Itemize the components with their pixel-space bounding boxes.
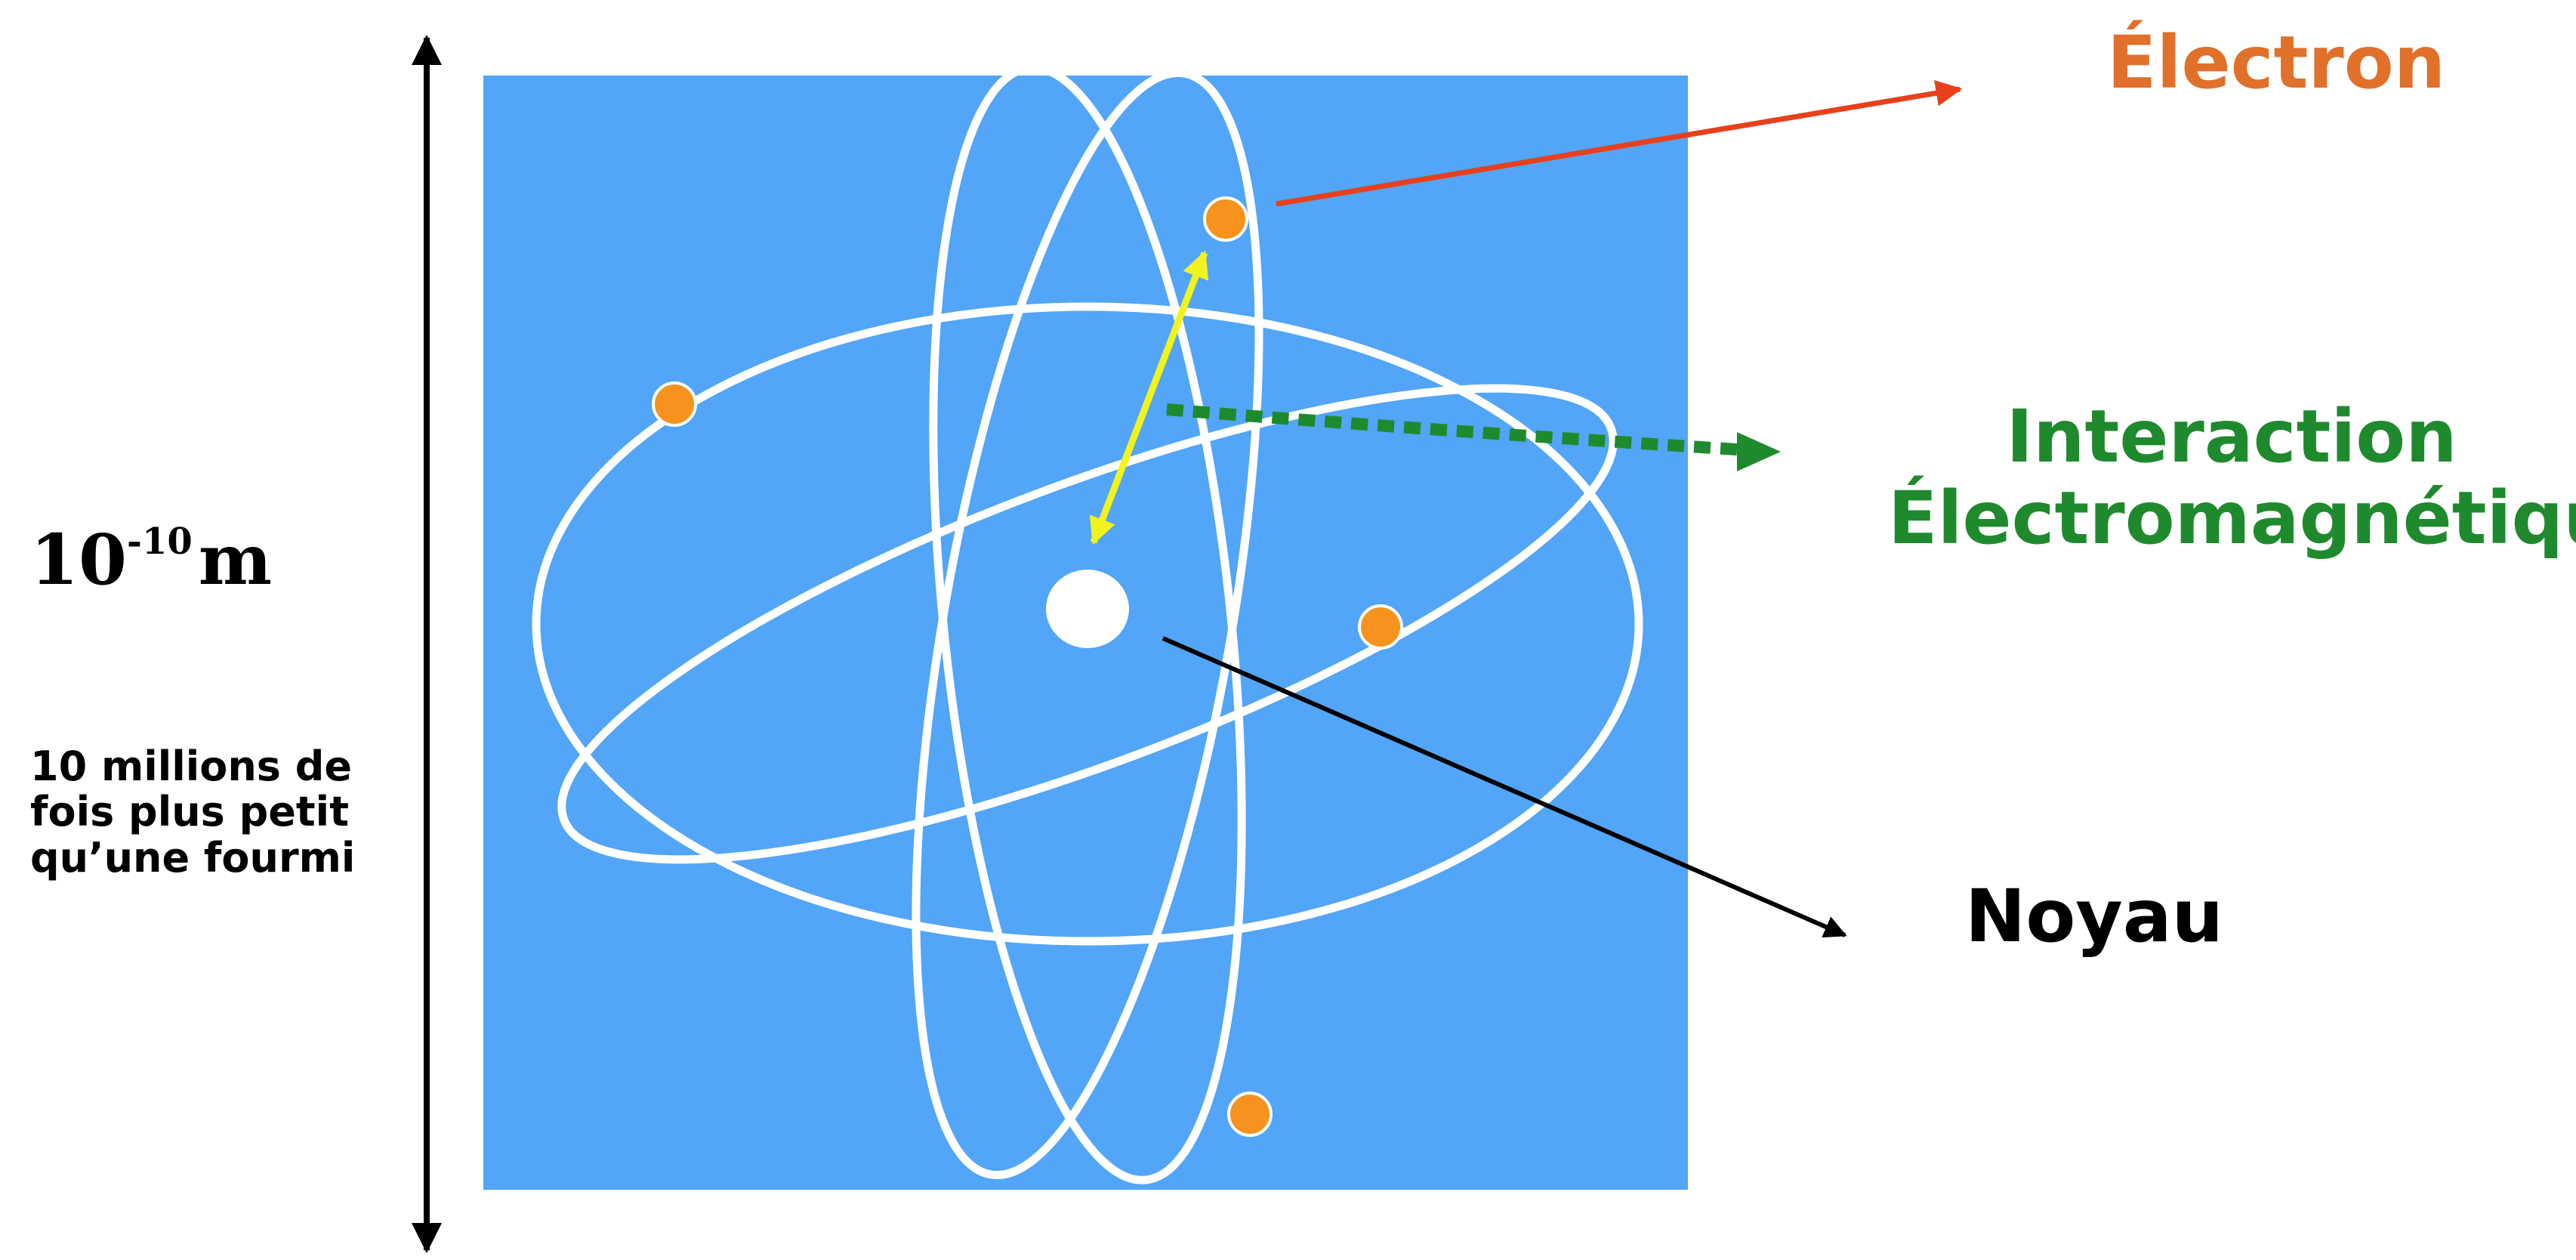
size-comparison-text: 10 millions de fois plus petit qu’une fo… <box>30 743 393 882</box>
scale-exponent: -10 <box>127 520 193 563</box>
comparison-line: fois plus petit <box>30 788 350 836</box>
scale-base: 10 <box>30 519 128 601</box>
interaction-label-line: Électromagnétique <box>1888 475 2576 561</box>
orbit-vertical-right <box>912 68 1263 1180</box>
electron-dot <box>1358 604 1403 650</box>
electron-dot <box>1227 1092 1273 1137</box>
scale-label: 10-10m <box>30 519 273 601</box>
comparison-line: 10 millions de <box>30 743 353 790</box>
orbit-vertical-left <box>929 63 1246 1184</box>
orbit-tilted <box>557 384 1618 864</box>
electron-dot <box>652 381 697 427</box>
comparison-line: qu’une fourmi <box>30 833 356 882</box>
scale-unit: m <box>198 519 273 601</box>
interaction-pointer-arrow <box>1166 403 1738 456</box>
orbit-horizontal <box>532 302 1643 946</box>
interaction-pointer-arrowhead <box>1737 432 1781 471</box>
nucleus-label: Noyau <box>1965 874 2223 959</box>
electron-label: Électron <box>2107 20 2446 105</box>
nucleus-pointer-arrow <box>1162 636 1847 937</box>
interaction-label: Interaction Électromagnétique <box>1888 394 2576 561</box>
electron-pointer-arrow <box>1276 79 1963 207</box>
electron-dot <box>1203 196 1248 242</box>
interaction-double-arrow <box>1089 250 1209 545</box>
nucleus <box>1046 570 1129 648</box>
interaction-label-line: Interaction <box>2006 394 2457 479</box>
